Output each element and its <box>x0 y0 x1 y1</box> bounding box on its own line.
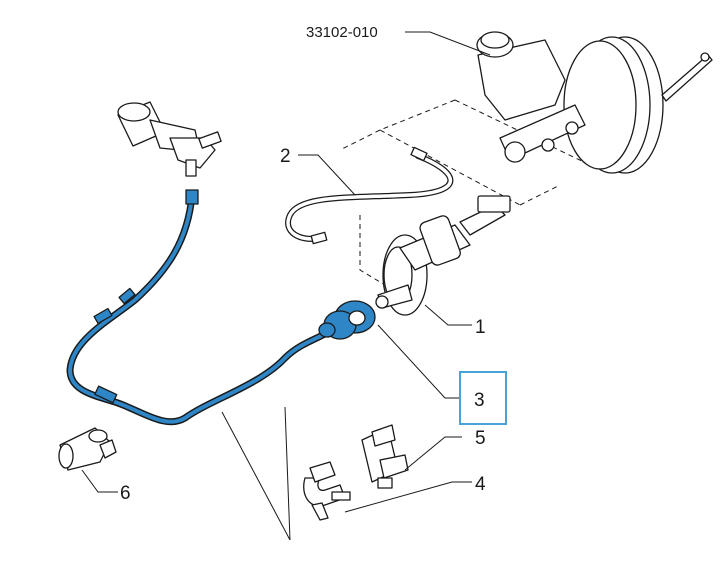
rigid-brake-pipe <box>285 146 454 245</box>
clutch-slave-cylinder <box>117 101 222 177</box>
highlight-frame <box>459 371 507 425</box>
mounting-bracket-5 <box>361 424 409 489</box>
reference-code-label: 33102-010 <box>306 24 378 41</box>
elbow-fitting-6 <box>58 427 117 471</box>
clutch-hydraulic-hose <box>66 189 336 426</box>
hose-clip-4 <box>303 461 351 521</box>
callout-6[interactable]: 6 <box>120 483 131 504</box>
brake-booster-assembly <box>476 31 713 174</box>
callout-3[interactable]: 3 <box>474 390 485 411</box>
callout-5[interactable]: 5 <box>475 428 486 449</box>
divider-line <box>221 406 291 541</box>
callout-2[interactable]: 2 <box>280 146 291 167</box>
leader-lines <box>81 31 491 513</box>
clutch-master-cylinder <box>375 195 511 316</box>
callout-1[interactable]: 1 <box>475 317 486 338</box>
callout-4[interactable]: 4 <box>475 474 486 495</box>
hose-fitting <box>318 300 376 340</box>
